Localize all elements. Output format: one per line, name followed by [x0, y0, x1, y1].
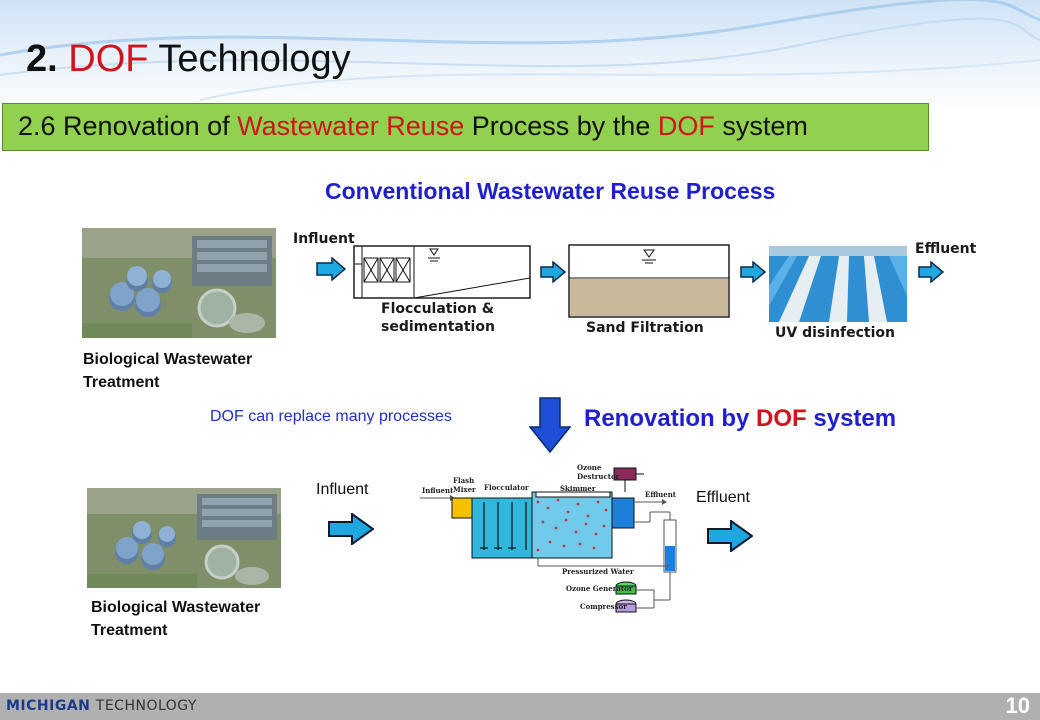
company-logo: MICHIGAN TECHNOLOGY	[6, 698, 197, 714]
flow-arrow-icon	[328, 513, 374, 545]
influent-label-bottom: Influent	[316, 481, 368, 499]
influent-label-top: Influent	[293, 231, 355, 247]
treatment-plant-photo	[82, 228, 276, 338]
conventional-heading: Conventional Wastewater Reuse Process	[325, 178, 775, 205]
dof-effluent-label: Effluent	[645, 490, 676, 499]
ozone-generator-label: Ozone Generator	[566, 584, 633, 593]
page-title: 2. DOF Technology	[26, 38, 351, 81]
effluent-label-top: Effluent	[915, 241, 976, 257]
flocculator-label: Flocculator	[484, 483, 529, 492]
ozone-destructor-label-2: Destructor	[577, 472, 619, 481]
ozone-destructor-label-1: Ozone	[577, 463, 601, 472]
page-number: 10	[1006, 693, 1030, 719]
flow-arrow-icon	[707, 520, 753, 552]
flow-arrow-icon	[740, 261, 766, 283]
dof-influent-label: Influent	[422, 486, 453, 495]
flocculation-label: Flocculation &sedimentation	[381, 300, 495, 336]
flocculation-tank-diagram	[352, 242, 532, 300]
replace-processes-note: DOF can replace many processes	[210, 408, 452, 426]
renovation-heading: Renovation by DOF system	[584, 405, 896, 433]
down-arrow-icon	[529, 397, 571, 453]
sand-filter-diagram	[568, 244, 730, 318]
skimmer-label: Skimmer	[560, 484, 596, 493]
pressurized-water-label: Pressurized Water	[562, 567, 634, 576]
uv-disinfection-label: UV disinfection	[775, 325, 895, 341]
compressor-label: Compressor	[580, 602, 627, 611]
effluent-label-bottom: Effluent	[696, 489, 750, 507]
treatment-plant-photo-bottom	[87, 488, 281, 588]
flash-mixer-label-2: Mixer	[453, 485, 476, 494]
section-subtitle: 2.6 Renovation of Wastewater Reuse Proce…	[18, 111, 808, 142]
uv-channel-photo	[769, 246, 907, 322]
sand-filtration-label: Sand Filtration	[586, 320, 704, 336]
flow-arrow-icon	[540, 261, 566, 283]
flow-arrow-icon	[918, 261, 944, 283]
flash-mixer-label-1: Flash	[453, 476, 474, 485]
flow-arrow-icon	[316, 257, 346, 281]
